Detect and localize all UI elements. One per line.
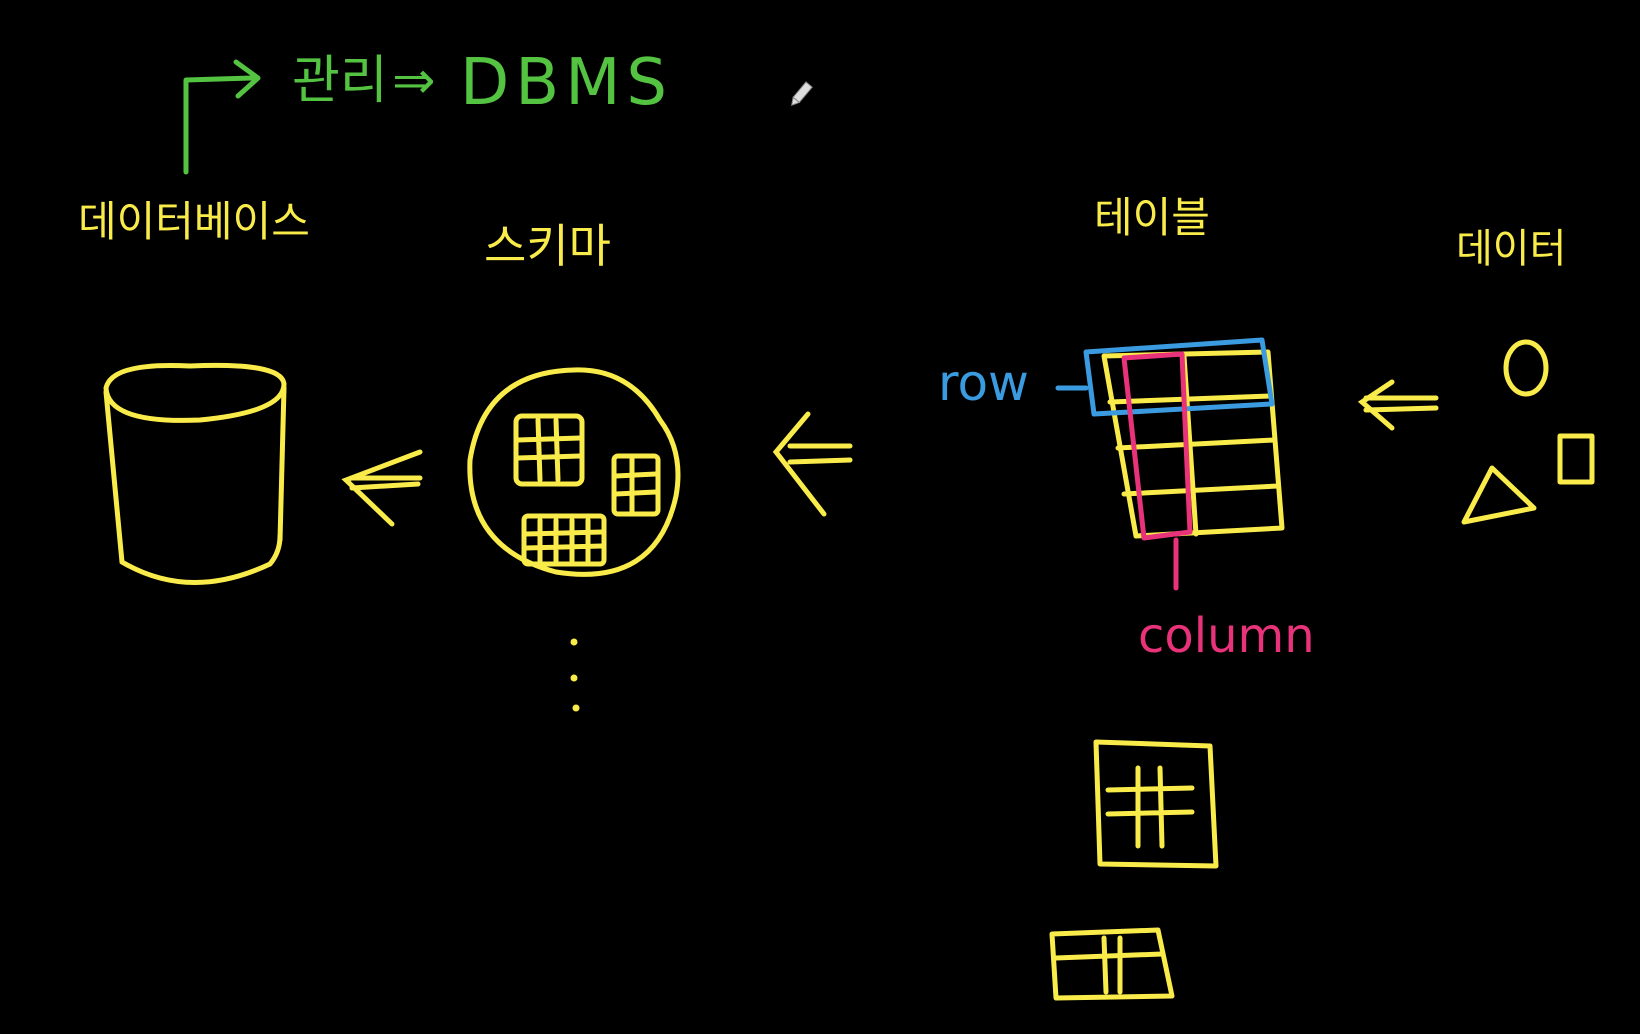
database-label: 데이터베이스 [78, 197, 310, 246]
triangle-shape [1461, 465, 1537, 525]
ellipsis-dots [570, 638, 580, 712]
schema-label: 스키마 [484, 219, 611, 273]
row-label: row [938, 354, 1029, 412]
extra-table-1 [1093, 739, 1219, 869]
database-cylinder [103, 362, 287, 585]
square-shape [1557, 433, 1595, 485]
dbms-annotation [183, 59, 261, 175]
column-label: column [1138, 608, 1315, 664]
dbms-label: DBMS [460, 46, 673, 120]
data-shapes [1461, 339, 1595, 525]
implies-arrow: ⇒ [392, 51, 436, 111]
extra-table-2 [1049, 927, 1175, 1001]
manage-label: 관리 [292, 51, 388, 111]
management-arrow [183, 75, 255, 175]
table-grid [1101, 349, 1285, 539]
data-label: 데이터 [1456, 226, 1566, 272]
table-label: 테이블 [1094, 193, 1210, 242]
management-arrowhead [233, 59, 261, 99]
circle-shape [1503, 339, 1549, 397]
schema-circle [467, 367, 681, 577]
arrow-schema-to-database [341, 449, 423, 527]
arrow-table-to-schema [772, 411, 853, 517]
arrow-data-to-table [1357, 379, 1439, 431]
column-highlight [1121, 351, 1193, 591]
row-highlight [1055, 337, 1275, 417]
pencil-icon [791, 81, 813, 107]
